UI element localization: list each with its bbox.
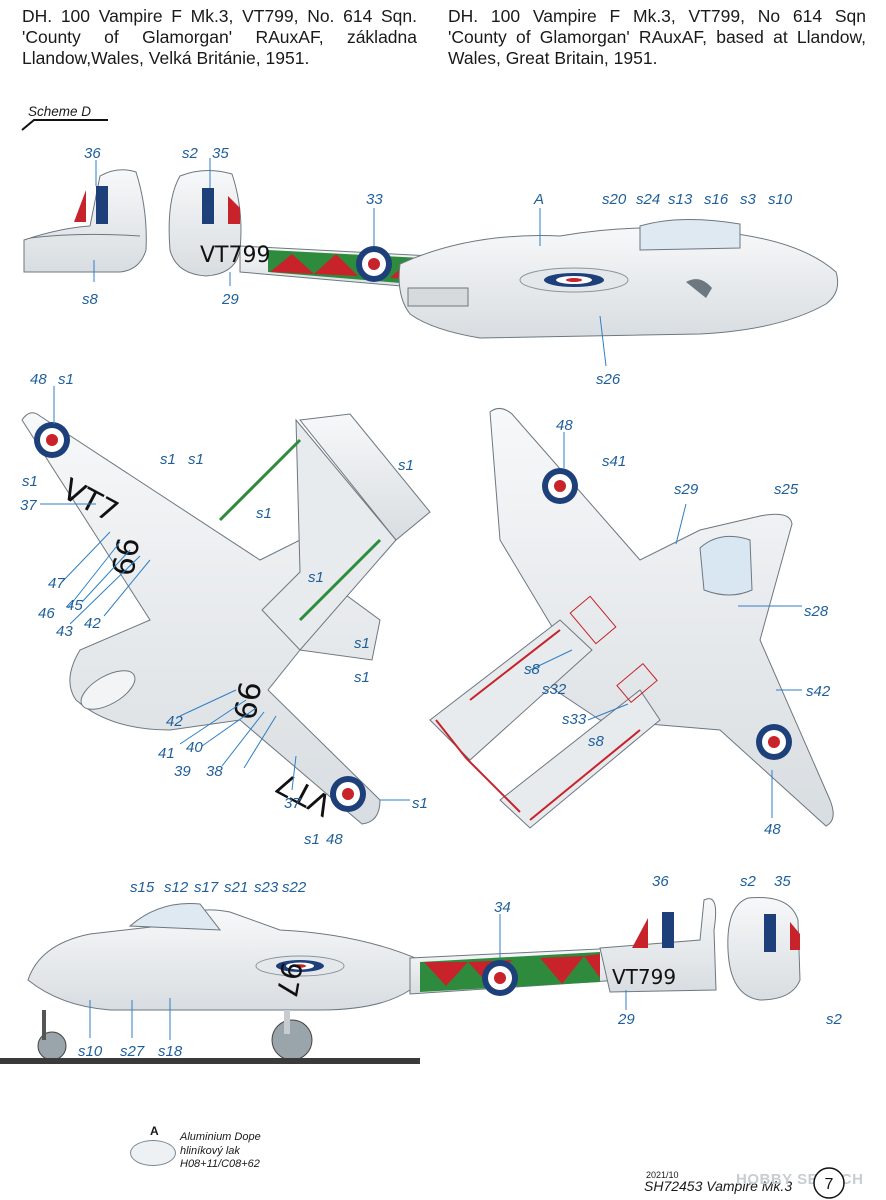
callout-45: 45: [66, 597, 83, 614]
callout-s15: s15: [130, 879, 155, 896]
callout-s1: s1: [22, 473, 38, 490]
callout-s42: s42: [806, 683, 831, 700]
callout-s2: s2: [182, 145, 199, 162]
callout-s17: s17: [194, 879, 219, 896]
callout-s1: s1: [160, 451, 176, 468]
callout-s12: s12: [164, 879, 189, 896]
callout-s20: s20: [602, 191, 627, 208]
callout-s13: s13: [668, 191, 693, 208]
callout-s29: s29: [674, 481, 699, 498]
callout-s22: s22: [282, 879, 307, 896]
callout-s33: s33: [562, 711, 587, 728]
page-number: 7: [825, 1176, 834, 1193]
callout-s32: s32: [542, 681, 567, 698]
title-czech: DH. 100 Vampire F Mk.3, VT799, No. 614 S…: [22, 6, 417, 68]
callout-48: 48: [556, 417, 573, 434]
callout-s1: s1: [354, 635, 370, 652]
paint-codes: H08+11/C08+62: [180, 1158, 260, 1170]
callout-48: 48: [30, 371, 47, 388]
callout-s26: s26: [596, 371, 621, 388]
callout-42: 42: [84, 615, 101, 632]
callout-s18: s18: [158, 1043, 183, 1060]
callout-s1: s1: [354, 669, 370, 686]
callout-s25: s25: [774, 481, 799, 498]
callout-s8: s8: [82, 291, 99, 308]
callout-s27: s27: [120, 1043, 145, 1060]
callout-36: 36: [84, 145, 101, 162]
paint-code: A: [150, 1124, 159, 1138]
scheme-label-text: Scheme D: [28, 104, 92, 119]
svg-text:97: 97: [270, 959, 309, 1000]
scheme-label: Scheme D: [20, 104, 110, 131]
callout-38: 38: [206, 763, 223, 780]
callout-s24: s24: [636, 191, 660, 208]
callout-s1: s1: [308, 569, 324, 586]
callout-s21: s21: [224, 879, 248, 896]
paint-swatch: [130, 1140, 176, 1166]
callout-s10: s10: [78, 1043, 103, 1060]
callout-s28: s28: [804, 603, 829, 620]
callout-43: 43: [56, 623, 73, 640]
callout-s16: s16: [704, 191, 729, 208]
callout-47: 47: [48, 575, 65, 592]
callout-s1: s1: [58, 371, 74, 388]
leader-lines: [40, 158, 802, 1040]
svg-text:VT799: VT799: [200, 243, 270, 268]
callout-s8: s8: [588, 733, 605, 750]
footer-kit-number: SH72453 Vampire Mk.3: [644, 1178, 793, 1194]
fin-front-view: [168, 170, 242, 277]
callout-s1: s1: [188, 451, 204, 468]
callout-37: 37: [284, 795, 301, 812]
paint-name-cz: hliníkový lak: [180, 1145, 240, 1157]
paint-name-en: Aluminium Dope: [180, 1131, 261, 1143]
callout-s2: s2: [740, 873, 757, 890]
callout-s8: s8: [524, 661, 541, 678]
callout-29: 29: [221, 291, 239, 308]
callout-s41: s41: [602, 453, 626, 470]
callout-37: 37: [20, 497, 37, 514]
callout-48: 48: [764, 821, 781, 838]
left-side-profile: 97 VT799: [0, 896, 801, 1064]
callout-48: 48: [326, 831, 343, 848]
callout-s1: s1: [412, 795, 428, 812]
callout-42: 42: [166, 713, 183, 730]
callout-s2: s2: [826, 1011, 843, 1028]
callout-39: 39: [174, 763, 191, 780]
svg-text:VT799: VT799: [612, 965, 676, 989]
callout-41: 41: [158, 745, 175, 762]
right-side-profile: VT799: [23, 169, 839, 339]
upper-plan-view: VT7 99 99 VT7: [21, 412, 431, 825]
callout-34: 34: [494, 899, 511, 916]
lower-plan-view: [429, 408, 834, 829]
callout-36: 36: [652, 873, 669, 890]
callout-s10: s10: [768, 191, 793, 208]
callout-46: 46: [38, 605, 55, 622]
callout-s3: s3: [740, 191, 757, 208]
scheme-underline-icon: [21, 119, 108, 131]
page-number-badge: 7: [813, 1167, 845, 1199]
callout-A: A: [533, 191, 544, 208]
callout-s23: s23: [254, 879, 279, 896]
callout-s1: s1: [398, 457, 414, 474]
callout-29: 29: [617, 1011, 635, 1028]
paint-legend: A Aluminium Dope hliníkový lak H08+11/C0…: [128, 1124, 308, 1180]
callout-35: 35: [212, 145, 229, 162]
callout-40: 40: [186, 739, 203, 756]
footer-date: 2021/10: [646, 1170, 679, 1180]
callout-s1: s1: [256, 505, 272, 522]
title-english: DH. 100 Vampire F Mk.3, VT799, No 614 Sq…: [448, 6, 866, 68]
callout-35: 35: [774, 873, 791, 890]
fin-left-view: [23, 169, 147, 273]
callout-s1: s1: [304, 831, 320, 848]
callout-labels: 36 s2 35 33 A s20 s24 s13 s16 s3 s10 s8 …: [20, 145, 843, 1060]
callout-33: 33: [366, 191, 383, 208]
